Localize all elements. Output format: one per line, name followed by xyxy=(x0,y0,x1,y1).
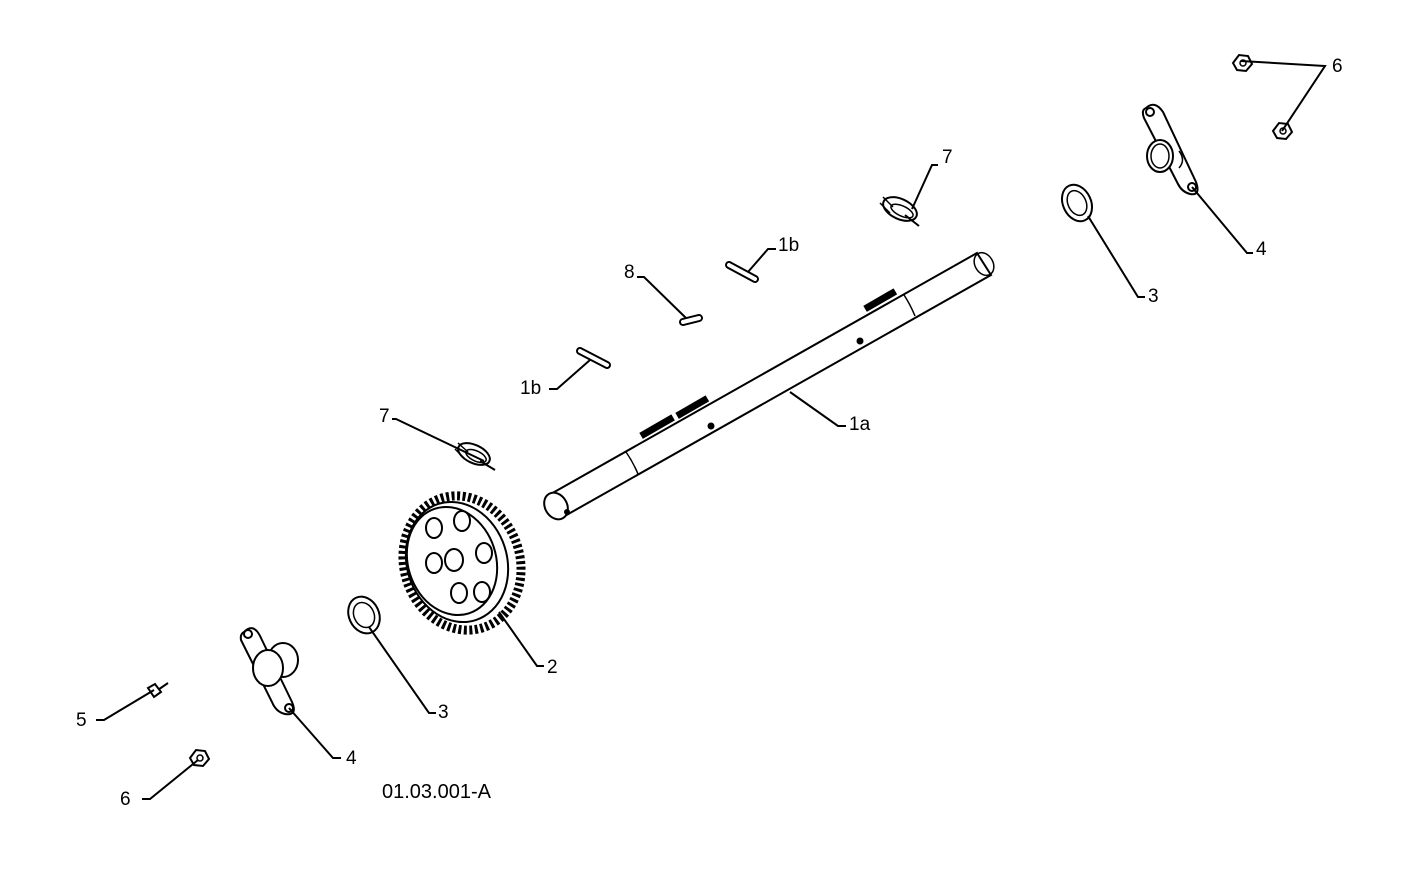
bearing-flange-right-part[interactable] xyxy=(1141,103,1199,196)
callout-1a: 1a xyxy=(849,414,871,435)
callout-8: 8 xyxy=(624,262,635,283)
callout-3-left: 3 xyxy=(438,702,449,723)
callout-6-bottom: 6 xyxy=(120,789,131,810)
diagram-code: 01.03.001-A xyxy=(382,781,492,803)
callout-6-top: 6 xyxy=(1332,56,1343,77)
callout-1b-top: 1b xyxy=(778,235,799,256)
washer-right-part[interactable] xyxy=(1056,180,1097,226)
callout-2: 2 xyxy=(547,657,558,678)
key-left-part[interactable] xyxy=(576,347,611,369)
callout-1b-left: 1b xyxy=(520,378,541,399)
callout-7-left: 7 xyxy=(379,406,390,427)
callout-5: 5 xyxy=(76,710,87,731)
key-top-part[interactable] xyxy=(725,261,759,283)
screw-part[interactable] xyxy=(146,682,169,699)
spring-clip-right-part[interactable] xyxy=(879,192,920,227)
shaft-part[interactable] xyxy=(539,249,997,524)
callout-4-right: 4 xyxy=(1256,239,1267,260)
washer-left-part[interactable] xyxy=(342,591,385,638)
callout-4-left: 4 xyxy=(346,748,357,769)
nut-top-part[interactable] xyxy=(1231,53,1254,73)
callout-3-right: 3 xyxy=(1148,286,1159,307)
spring-clip-left-part[interactable] xyxy=(454,439,496,471)
callout-7-top: 7 xyxy=(942,147,953,168)
gear-part[interactable] xyxy=(386,480,538,645)
leader-lines xyxy=(96,60,1327,800)
key-short-part[interactable] xyxy=(679,314,703,326)
bearing-flange-left-part[interactable] xyxy=(239,627,299,716)
